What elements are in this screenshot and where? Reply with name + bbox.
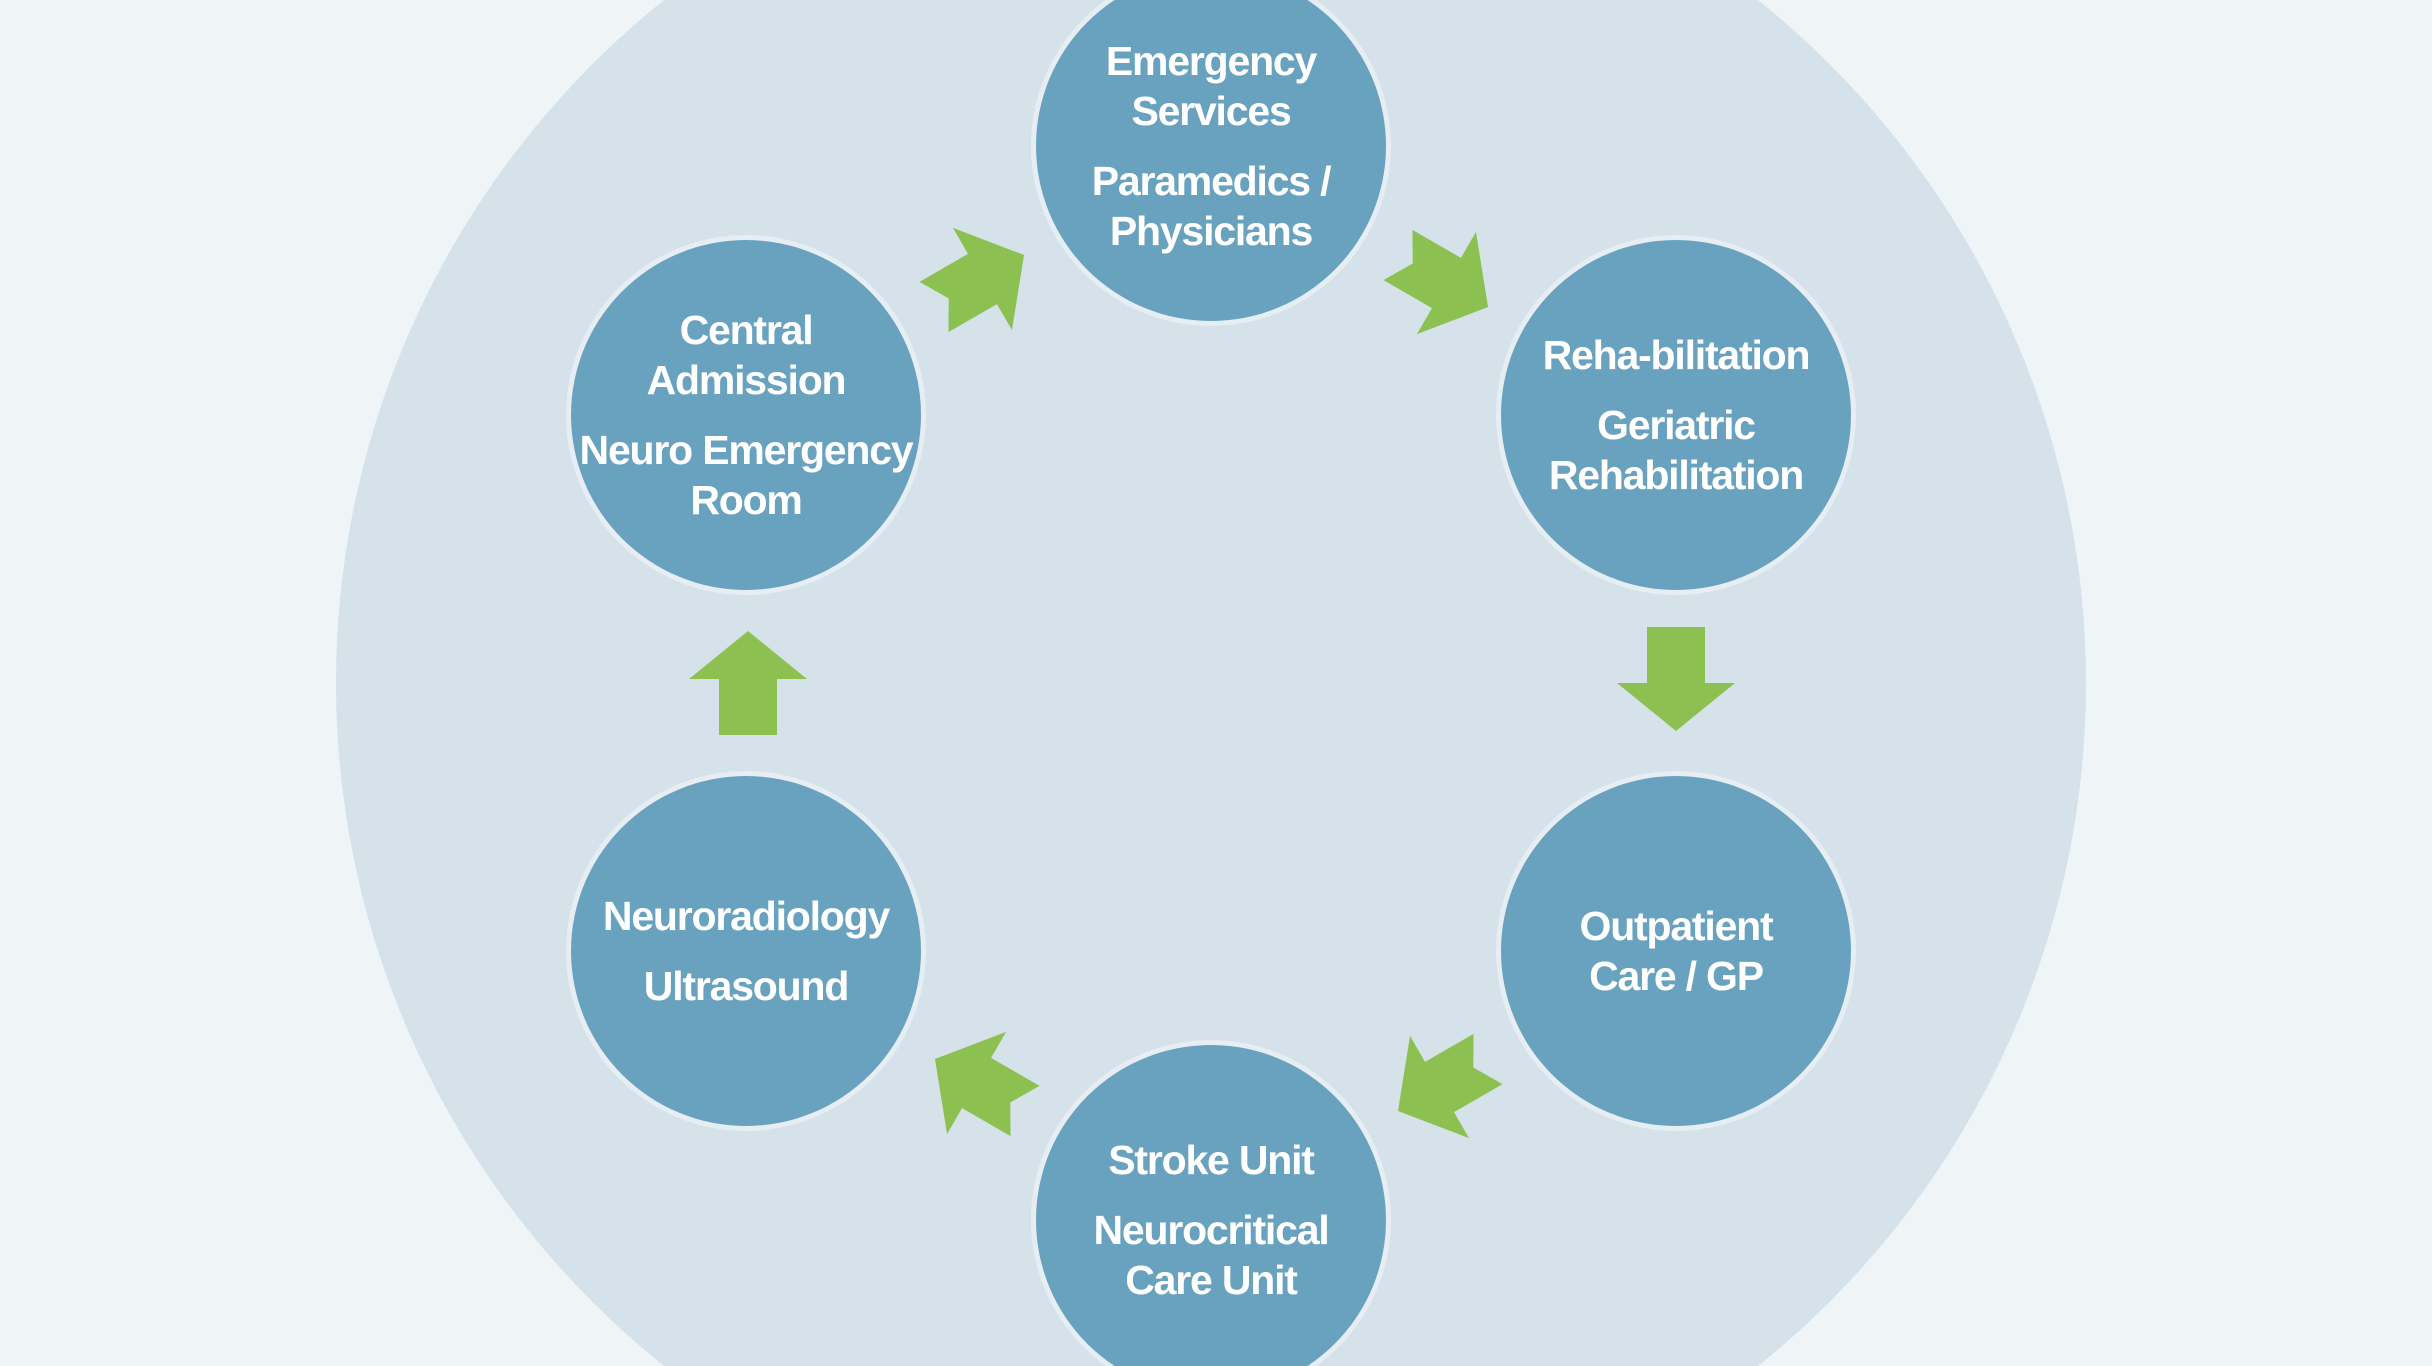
arrow-down-right-icon [1383, 229, 1489, 335]
node-title: Reha-bilitation [1542, 332, 1811, 378]
node-central-admission: Central Admission Neuro Emergency Room [571, 240, 921, 590]
arrow-up-icon [689, 631, 807, 735]
node-subtitle: Ultrasound [643, 963, 850, 1009]
arrow-rehabilitation-to-outpatient-care-icon [1617, 627, 1735, 731]
arrow-up-right-icon [919, 227, 1025, 333]
node-title: Central Admission [646, 307, 847, 403]
node-stroke-unit: Stroke Unit Neurocritical Care Unit [1036, 1045, 1386, 1366]
node-neuroradiology: Neuroradiology Ultrasound [571, 776, 921, 1126]
arrow-stroke-unit-to-neuroradiology-icon [934, 1031, 1040, 1137]
arrow-emergency-services-to-rehabilitation-icon [1383, 229, 1489, 335]
arrow-central-admission-to-emergency-services-icon [919, 227, 1025, 333]
node-subtitle: Neurocritical Care Unit [1093, 1207, 1329, 1303]
node-emergency-services: Emergency Services Paramedics / Physicia… [1036, 0, 1386, 321]
arrow-neuroradiology-to-central-admission-icon [689, 631, 807, 735]
node-title: Emergency Services [1105, 38, 1317, 134]
arrow-outpatient-care-to-stroke-unit-icon [1397, 1033, 1503, 1139]
node-subtitle: Geriatric Rehabilitation [1548, 402, 1804, 498]
arrow-down-left-icon [1397, 1033, 1503, 1139]
node-rehabilitation: Reha-bilitation Geriatric Rehabilitation [1501, 240, 1851, 590]
arrow-up-left-icon [934, 1031, 1040, 1137]
arrow-down-icon [1617, 627, 1735, 731]
node-subtitle: Paramedics / Physicians [1091, 158, 1332, 254]
node-title: Stroke Unit [1108, 1137, 1315, 1183]
node-title: Neuroradiology [602, 893, 890, 939]
node-outpatient-care: Outpatient Care / GP [1501, 776, 1851, 1126]
node-subtitle: Neuro Emergency Room [579, 427, 914, 523]
node-title: Outpatient Care / GP [1579, 903, 1774, 999]
